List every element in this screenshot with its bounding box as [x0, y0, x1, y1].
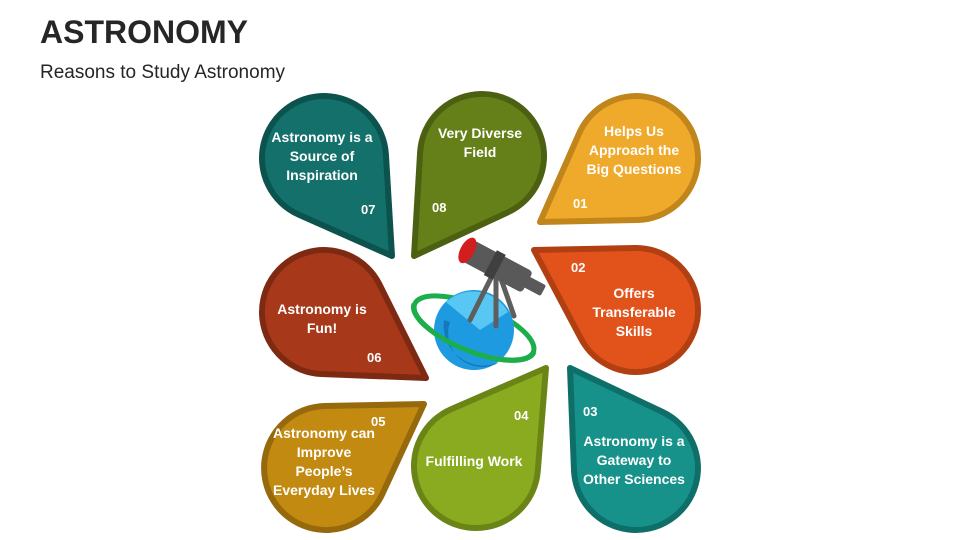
petal-number-06: 06 [367, 350, 382, 365]
petal-number-08: 08 [432, 200, 447, 215]
petal-label-07: Astronomy is a Source of Inspiration [271, 129, 373, 183]
petal-number-01: 01 [573, 196, 588, 211]
petal-06 [259, 247, 429, 381]
petal-07 [259, 93, 395, 259]
petal-04 [411, 365, 549, 531]
page-subtitle: Reasons to Study Astronomy [40, 62, 286, 83]
petal-label-06: Astronomy is Fun! [277, 301, 367, 336]
petal-label-03: Astronomy is a Gateway to Other Sciences [583, 433, 685, 487]
petal-shapes [259, 91, 702, 533]
petal-01 [537, 93, 702, 225]
petal-label-01: Helps Us Approach the Big Questions [586, 123, 682, 177]
petal-number-03: 03 [583, 404, 598, 419]
page-title: ASTRONOMY [40, 14, 248, 50]
petal-08 [411, 91, 547, 259]
petal-number-02: 02 [571, 260, 586, 275]
petal-label-02: Offers Transferable Skills [592, 285, 676, 339]
petal-label-08: Very Diverse Field [437, 125, 523, 160]
petal-number-07: 07 [361, 202, 376, 217]
petal-number-05: 05 [371, 414, 386, 429]
petal-05 [261, 401, 427, 533]
petal-03 [567, 365, 701, 533]
telescope-planet-icon [410, 237, 546, 370]
petal-number-04: 04 [514, 408, 529, 423]
petal-label-05: Astronomy can Improve People’s Everyday … [273, 425, 375, 498]
petal-02 [531, 244, 701, 375]
petal-label-04: Fulfilling Work [425, 453, 523, 469]
